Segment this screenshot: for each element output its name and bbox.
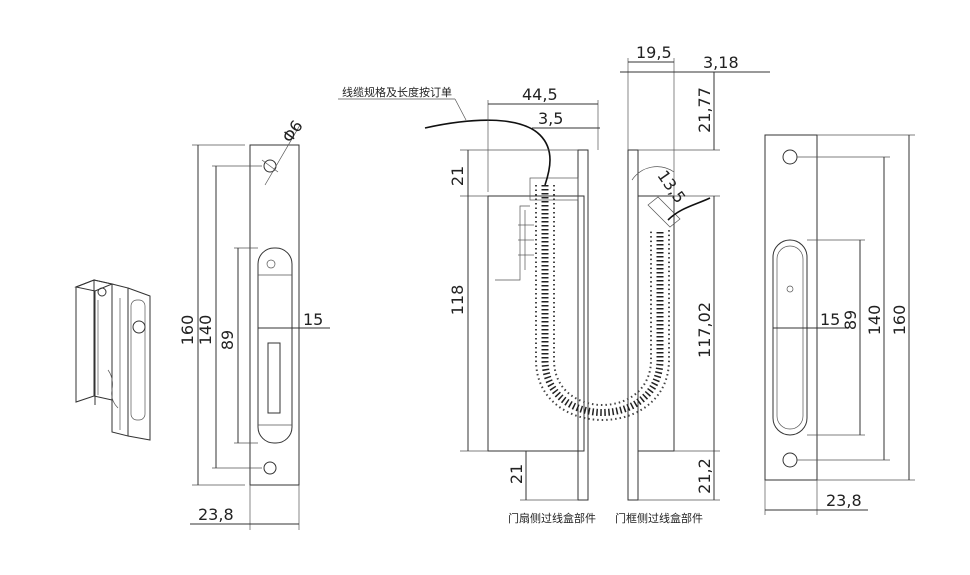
dim-left-160: 160: [178, 315, 197, 346]
middle-dim-text: 44,5 3,5 21 118 21 19,5 3,18 21,77 13,5 …: [448, 43, 739, 494]
dim-right-15: 15: [820, 310, 840, 329]
labels: 线缆规格及长度按订单 门扇侧过线盒部件 门框侧过线盒部件: [342, 85, 703, 525]
dim-13-5: 13,5: [653, 167, 689, 207]
frame-side-box: [627, 149, 681, 501]
dim-118: 118: [448, 285, 467, 316]
dim-44-5: 44,5: [522, 85, 558, 104]
dim-21-77: 21,77: [695, 87, 714, 133]
dim-left-140: 140: [196, 315, 215, 346]
dim-21-top: 21: [448, 166, 467, 186]
dim-right-160: 160: [890, 305, 909, 336]
dim-21-bottom: 21: [507, 464, 526, 484]
right-front-view: [764, 134, 915, 515]
right-dim-text: 15 89 140 160 23,8: [820, 305, 909, 510]
dim-3-5: 3,5: [538, 109, 563, 128]
cable: [338, 98, 711, 421]
left-front-view: [190, 124, 330, 530]
dim-left-15: 15: [303, 310, 323, 329]
frame-side-caption: 门框侧过线盒部件: [615, 511, 703, 525]
middle-dims: [460, 58, 770, 501]
dim-right-89: 89: [841, 310, 860, 330]
dim-left-23-8: 23,8: [198, 505, 234, 524]
dim-right-23-8: 23,8: [826, 491, 862, 510]
dim-left-89: 89: [218, 330, 237, 350]
dim-3-18: 3,18: [703, 53, 739, 72]
dim-right-140: 140: [865, 305, 884, 336]
dim-19-5: 19,5: [636, 43, 672, 62]
left-dim-text: Φ6 160 140 89 15 23,8: [178, 117, 323, 524]
dim-phi6: Φ6: [278, 117, 307, 147]
cable-note: 线缆规格及长度按订单: [342, 85, 452, 99]
door-side-caption: 门扇侧过线盒部件: [508, 511, 596, 525]
dim-117-02: 117,02: [695, 302, 714, 358]
dim-21-2: 21,2: [695, 458, 714, 494]
door-side-box: [487, 149, 589, 501]
isometric-view: [74, 279, 151, 441]
